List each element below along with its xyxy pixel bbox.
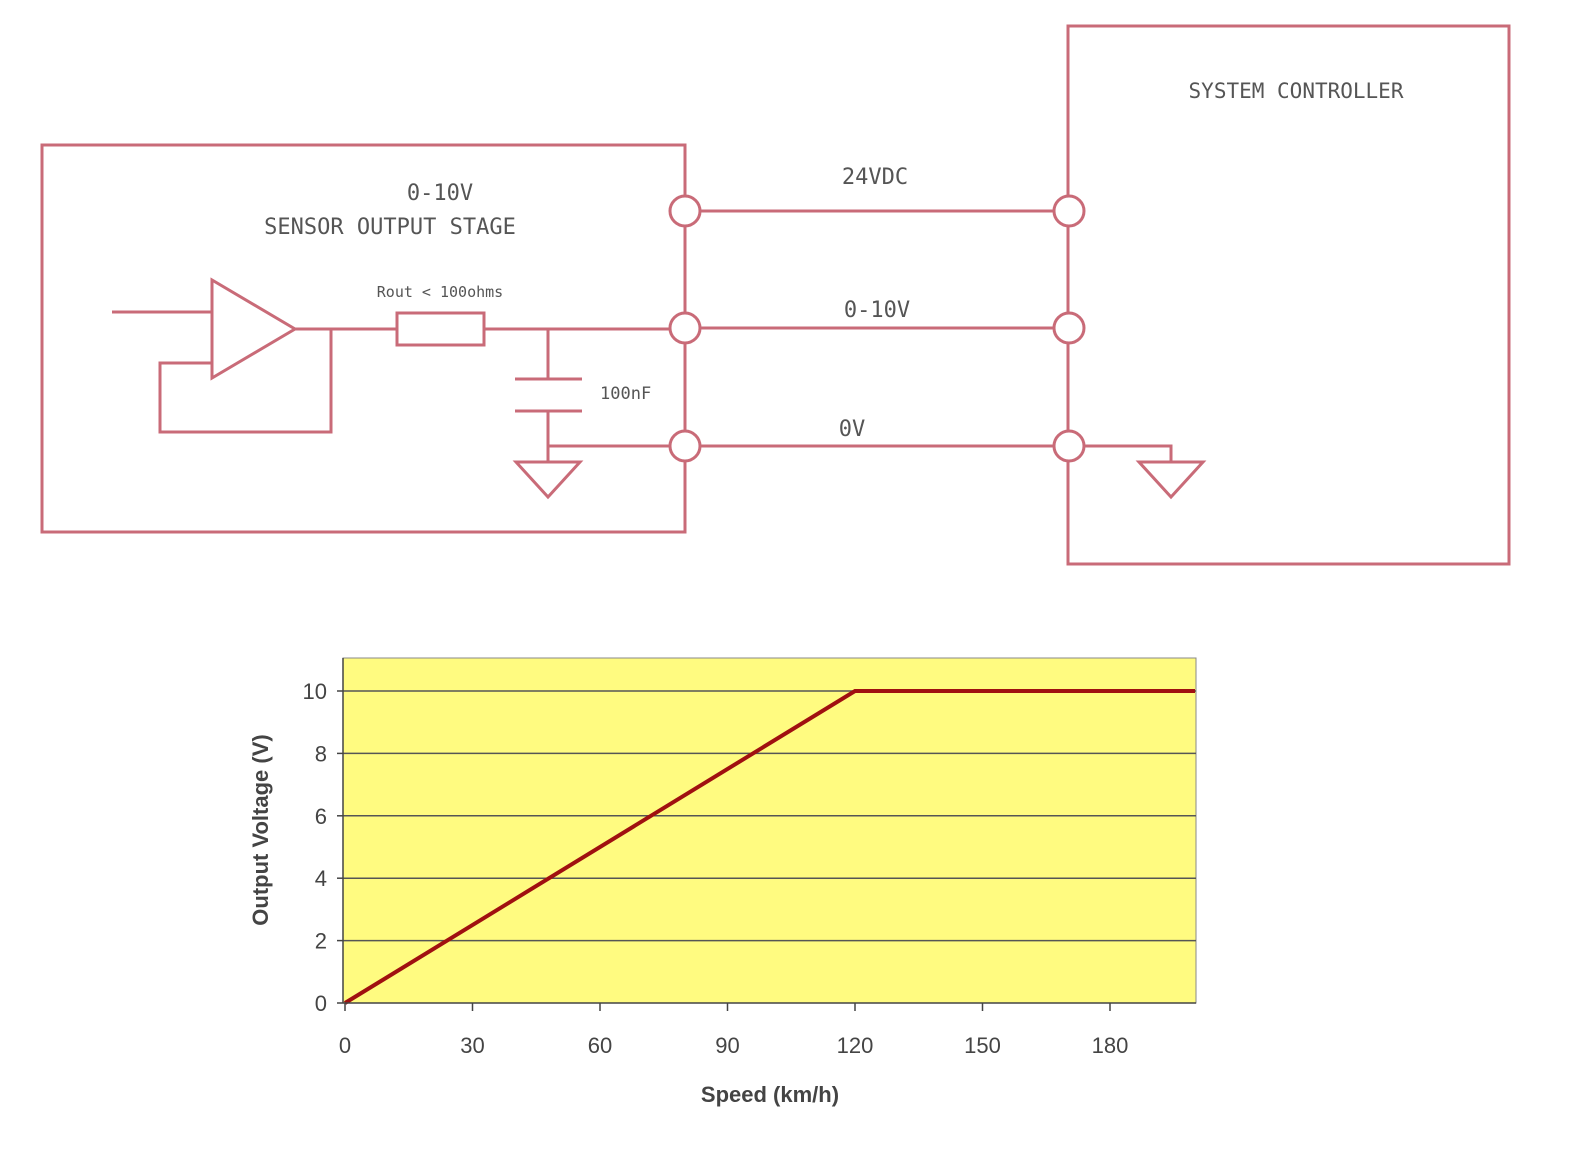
sensor-title-line1: 0-10V bbox=[407, 181, 473, 206]
opamp-symbol bbox=[210, 277, 298, 381]
capacitor-label: 100nF bbox=[600, 384, 651, 404]
x-tick-label: 150 bbox=[964, 1033, 1001, 1058]
line-24vdc-label: 24VDC bbox=[842, 165, 908, 190]
y-tick-label: 2 bbox=[315, 929, 327, 954]
sensor-ground-icon bbox=[512, 460, 584, 500]
y-tick-label: 10 bbox=[303, 679, 327, 704]
y-tick-label: 6 bbox=[315, 804, 327, 829]
x-axis-label: Speed (km/h) bbox=[701, 1082, 839, 1107]
sensor-title-line2: SENSOR OUTPUT STAGE bbox=[264, 215, 516, 240]
gridlines bbox=[343, 690, 1196, 942]
schematic: 0-10V SENSOR OUTPUT STAGE Rout < 100ohms… bbox=[40, 24, 1511, 566]
axes: 0 2 4 6 8 10 0 30 60 90 120 150 180 bbox=[303, 658, 1196, 1058]
x-tick-label: 180 bbox=[1092, 1033, 1129, 1058]
plot-area bbox=[342, 657, 1197, 1004]
y-axis-label: Output Voltage (V) bbox=[248, 734, 273, 925]
system-controller-box bbox=[1066, 24, 1511, 566]
sensor-terminal-24vdc bbox=[668, 194, 702, 228]
controller-ground-wire bbox=[1084, 444, 1173, 462]
chart: 0 2 4 6 8 10 0 30 60 90 120 150 180 Speed (km/h) Out… bbox=[248, 657, 1197, 1107]
controller-terminal-24vdc bbox=[1052, 194, 1086, 228]
controller-ground-icon bbox=[1135, 460, 1207, 500]
x-tick-label: 120 bbox=[837, 1033, 874, 1058]
resistor-label: Rout < 100ohms bbox=[377, 283, 503, 301]
sensor-terminal-0v bbox=[668, 429, 702, 463]
opamp-feedback-wire bbox=[158, 329, 333, 434]
series-line bbox=[343, 689, 1195, 1005]
y-tick-label: 0 bbox=[315, 991, 327, 1016]
y-tick-label: 4 bbox=[315, 866, 327, 891]
x-tick-label: 60 bbox=[588, 1033, 612, 1058]
x-tick-label: 90 bbox=[715, 1033, 739, 1058]
controller-title: SYSTEM CONTROLLER bbox=[1189, 79, 1404, 103]
x-tick-label: 0 bbox=[339, 1033, 351, 1058]
series-layer bbox=[343, 689, 1195, 1005]
sensor-terminal-0-10v bbox=[668, 311, 702, 345]
x-tick-label: 30 bbox=[460, 1033, 484, 1058]
controller-terminal-0v bbox=[1052, 429, 1086, 463]
line-0v-label: 0V bbox=[839, 417, 866, 442]
line-0-10v-label: 0-10V bbox=[844, 298, 910, 323]
controller-terminal-0-10v bbox=[1052, 311, 1086, 345]
resistor-symbol bbox=[395, 311, 486, 347]
sensor-output-stage-box bbox=[40, 143, 687, 534]
y-tick-label: 8 bbox=[315, 741, 327, 766]
